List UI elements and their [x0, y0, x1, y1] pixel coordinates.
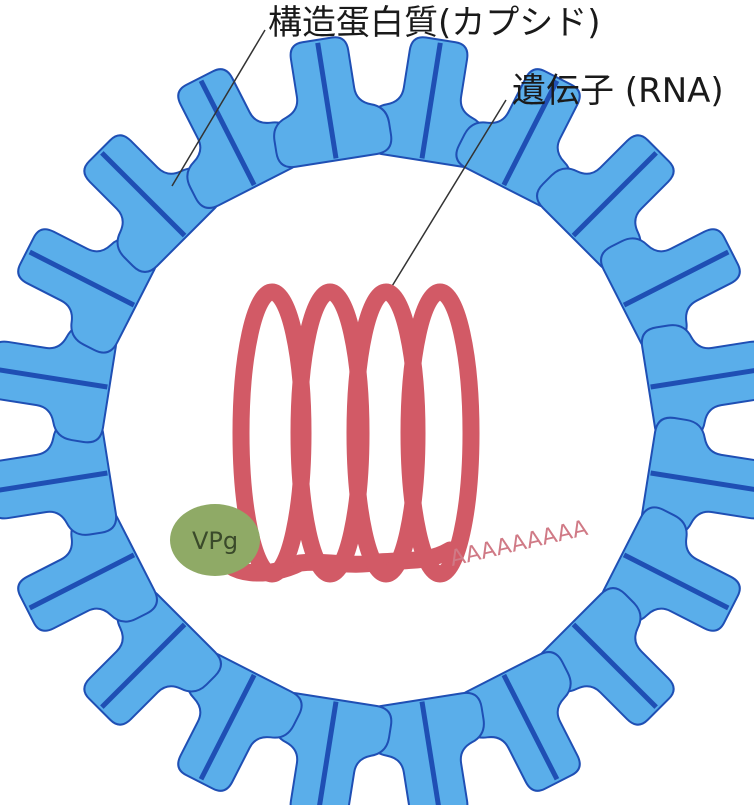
capsid-label: 構造蛋白質(カプシド) [268, 6, 601, 40]
capsid-subunit [260, 31, 394, 170]
rna-label: 遺伝子 (RNA) [512, 74, 724, 108]
vpg-label: VPg [192, 527, 238, 555]
capsid-shell [0, 31, 754, 805]
vpg-protein: VPg [170, 504, 260, 576]
